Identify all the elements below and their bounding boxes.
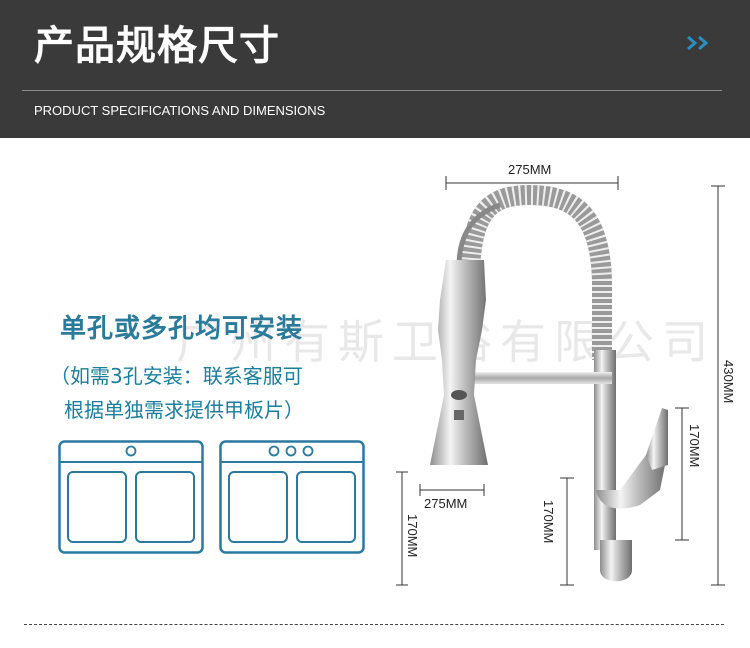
dim-sprayer-width: 275MM [424, 496, 468, 511]
install-note-line1: （如需3孔安装：联系客服可 [50, 364, 303, 388]
header-bar: 产品规格尺寸 PRODUCT SPECIFICATIONS AND DIMENS… [0, 0, 750, 138]
dim-top-width: 275MM [508, 162, 552, 177]
install-headline: 单孔或多孔均可安装 [60, 314, 304, 344]
header-divider [22, 90, 722, 91]
dim-spout-height: 170MM [541, 500, 556, 544]
page-subtitle: PRODUCT SPECIFICATIONS AND DIMENSIONS [34, 103, 326, 118]
install-note-line2: 根据单独需求提供甲板片） [64, 398, 304, 422]
dim-handle-height: 170MM [687, 424, 702, 468]
faucet-diagram [396, 176, 725, 586]
three-hole-sink-icon [219, 440, 365, 554]
dim-total-height: 430MM [721, 360, 736, 404]
single-hole-sink-icon [58, 440, 204, 554]
page-title: 产品规格尺寸 [34, 23, 280, 69]
footer-dashed-divider [24, 624, 724, 625]
double-chevron-right-icon [687, 36, 709, 50]
pull-down-faucet-icon [430, 184, 668, 582]
dim-sprayer-height: 170MM [405, 514, 420, 558]
